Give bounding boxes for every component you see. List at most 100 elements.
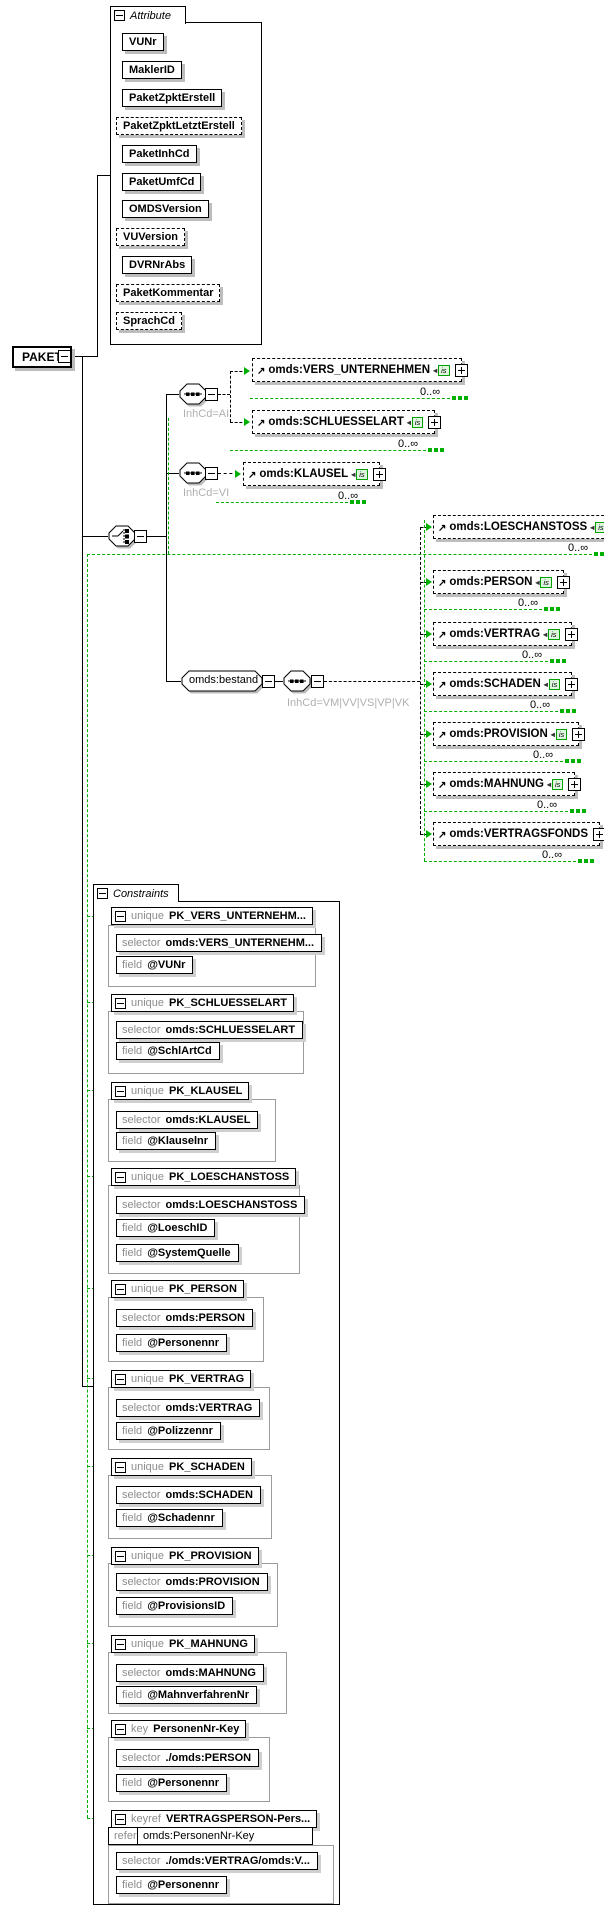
element-mahnung[interactable]: ↗ omds:MAHNUNG ◂is xyxy=(433,772,582,796)
collapse-minus-icon[interactable] xyxy=(115,1723,126,1735)
collapse-handle-icon[interactable] xyxy=(58,350,71,363)
constraint-selector[interactable]: selector ./omds:VERTRAG/omds:V... xyxy=(116,1852,318,1870)
attribute-section-tab[interactable]: Attribute xyxy=(110,6,186,24)
element-person[interactable]: ↗ omds:PERSON ◂is xyxy=(433,570,570,594)
connector-dots xyxy=(594,552,598,556)
bestand-element-shape[interactable] xyxy=(181,670,263,697)
constraint-selector[interactable]: selector ./omds:PERSON xyxy=(116,1749,260,1767)
collapse-minus-icon[interactable] xyxy=(115,1813,126,1825)
constraint-field[interactable]: field @LoeschID xyxy=(116,1219,216,1237)
constraint-unique-header[interactable]: unique PK_VERS_UNTERNEHM... xyxy=(111,907,313,925)
attribute-vuversion[interactable]: VUVersion xyxy=(116,228,186,246)
attribute-maklerid[interactable]: MaklerID xyxy=(122,61,182,79)
field-value: @ProvisionsID xyxy=(147,1600,226,1612)
expand-plus-icon[interactable] xyxy=(565,677,579,691)
constraint-unique-header[interactable]: unique PK_KLAUSEL xyxy=(111,1082,250,1100)
constraint-field[interactable]: field @VUNr xyxy=(116,956,194,974)
constraint-field[interactable]: field @Personennr xyxy=(116,1334,228,1352)
expand-plus-icon[interactable] xyxy=(572,727,586,741)
expand-plus-icon[interactable] xyxy=(454,363,468,377)
constraint-field[interactable]: field @Personennr xyxy=(116,1876,228,1894)
constraint-selector[interactable]: selector omds:KLAUSEL xyxy=(116,1111,259,1129)
constraint-name: PK_VERTRAG xyxy=(169,1373,245,1385)
constraint-field[interactable]: field @Polizzennr xyxy=(116,1422,221,1440)
constraint-selector[interactable]: selector omds:MAHNUNG xyxy=(116,1664,264,1682)
collapse-minus-icon[interactable] xyxy=(115,1283,126,1295)
constraint-selector[interactable]: selector omds:VERS_UNTERNEHM... xyxy=(116,934,323,952)
expand-plus-icon[interactable] xyxy=(428,415,442,429)
expand-plus-icon[interactable] xyxy=(556,575,570,589)
attribute-dvrnrabs[interactable]: DVRNrAbs xyxy=(122,256,193,274)
element-vertragsfonds[interactable]: ↗ omds:VERTRAGSFONDS xyxy=(433,822,604,846)
attribute-paketkommentar[interactable]: PaketKommentar xyxy=(116,284,221,302)
element-vertrag[interactable]: ↗ omds:VERTRAG ◂is xyxy=(433,622,578,646)
selector-value: omds:SCHLUESSELART xyxy=(165,1024,296,1036)
constraint-key-header[interactable]: key PersonenNr-Key xyxy=(111,1720,247,1738)
element-schluesselart[interactable]: ↗ omds:SCHLUESSELART ◂is xyxy=(252,410,442,434)
attribute-paketzpktletzterstell[interactable]: PaketZpktLetztErstell xyxy=(116,117,242,135)
constraint-field[interactable]: field @SchlArtCd xyxy=(116,1042,220,1060)
collapse-minus-icon[interactable] xyxy=(115,1171,126,1183)
constraint-unique-header[interactable]: unique PK_PERSON xyxy=(111,1280,244,1298)
element-provision[interactable]: ↗ omds:PROVISION ◂is xyxy=(433,722,586,746)
collapse-minus-icon[interactable] xyxy=(115,1461,126,1473)
expand-plus-icon[interactable] xyxy=(568,777,582,791)
occurrence-label: 0..∞ xyxy=(537,799,558,811)
constraint-selector[interactable]: selector omds:LOESCHANSTOSS xyxy=(116,1196,306,1214)
refer-value-cell[interactable]: omds:PersonenNr-Key xyxy=(137,1827,313,1845)
attribute-omdsversion[interactable]: OMDSVersion xyxy=(122,200,209,218)
collapse-minus-icon[interactable] xyxy=(114,10,125,21)
constraint-selector[interactable]: selector omds:SCHADEN xyxy=(116,1486,261,1504)
constraint-field[interactable]: field @SystemQuelle xyxy=(116,1244,239,1262)
element-name: omds:MAHNUNG xyxy=(449,778,544,790)
collapse-minus-icon[interactable] xyxy=(97,888,108,899)
collapse-handle-icon[interactable] xyxy=(205,467,218,480)
expand-plus-icon[interactable] xyxy=(593,827,604,841)
collapse-minus-icon[interactable] xyxy=(115,1638,126,1650)
element-schaden[interactable]: ↗ omds:SCHADEN ◂is xyxy=(433,672,579,696)
constraint-unique-header[interactable]: unique PK_MAHNUNG xyxy=(111,1635,255,1653)
element-vers-unternehmen[interactable]: ↗ omds:VERS_UNTERNEHMEN ◂is xyxy=(252,358,468,382)
constraint-unique-header[interactable]: unique PK_SCHADEN xyxy=(111,1458,252,1476)
collapse-minus-icon[interactable] xyxy=(115,1373,126,1385)
constraint-unique-header[interactable]: unique PK_VERTRAG xyxy=(111,1370,252,1388)
constraint-selector[interactable]: selector omds:PROVISION xyxy=(116,1573,268,1591)
sequence-compositor-icon[interactable] xyxy=(179,383,207,410)
constraint-field[interactable]: field @ProvisionsID xyxy=(116,1597,234,1615)
constraint-field[interactable]: field @MahnverfahrenNr xyxy=(116,1686,257,1704)
expand-plus-icon[interactable] xyxy=(564,627,578,641)
constraints-section-tab[interactable]: Constraints xyxy=(93,884,179,902)
collapse-minus-icon[interactable] xyxy=(115,1550,126,1562)
attribute-vunr[interactable]: VUNr xyxy=(122,33,164,51)
constraint-field[interactable]: field @Personennr xyxy=(116,1774,228,1792)
collapse-minus-icon[interactable] xyxy=(115,997,126,1009)
constraint-unique-header[interactable]: unique PK_PROVISION xyxy=(111,1547,259,1565)
constraint-field[interactable]: field @Klauselnr xyxy=(116,1132,217,1150)
collapse-minus-icon[interactable] xyxy=(115,910,126,922)
attribute-paketinhcd[interactable]: PaketInhCd xyxy=(122,145,197,163)
constraint-unique-header[interactable]: unique PK_LOESCHANSTOSS xyxy=(111,1168,297,1186)
element-loeschanstoss[interactable]: ↗ omds:LOESCHANSTOSS ◂is xyxy=(433,515,604,539)
constraint-unique-header[interactable]: unique PK_SCHLUESSELART xyxy=(111,994,295,1012)
collapse-handle-icon[interactable] xyxy=(205,388,218,401)
element-klausel[interactable]: ↗ omds:KLAUSEL ◂is xyxy=(243,462,386,486)
expand-plus-icon[interactable] xyxy=(372,467,386,481)
collapse-handle-icon[interactable] xyxy=(134,530,147,543)
constraint-selector[interactable]: selector omds:SCHLUESSELART xyxy=(116,1021,304,1039)
choice-compositor-icon[interactable] xyxy=(108,525,136,552)
sequence-compositor-icon[interactable] xyxy=(283,670,311,697)
element-name: omds:PERSON xyxy=(449,576,533,588)
constraint-keyref-header[interactable]: keyref VERTRAGSPERSON-Pers... xyxy=(111,1810,318,1828)
attribute-paketzpkterstell[interactable]: PaketZpktErstell xyxy=(122,89,223,107)
collapse-minus-icon[interactable] xyxy=(115,1085,126,1097)
collapse-handle-icon[interactable] xyxy=(311,675,324,688)
collapse-handle-icon[interactable] xyxy=(262,675,275,688)
constraint-selector[interactable]: selector omds:PERSON xyxy=(116,1309,253,1327)
attribute-paketumfcd[interactable]: PaketUmfCd xyxy=(122,173,202,191)
constraint-selector[interactable]: selector omds:VERTRAG xyxy=(116,1399,261,1417)
field-value: @Klauselnr xyxy=(147,1135,209,1147)
attribute-sprachcd[interactable]: SprachCd xyxy=(116,312,182,330)
constraint-field[interactable]: field @Schadennr xyxy=(116,1509,223,1527)
substitution-badge: ◂is xyxy=(433,364,450,376)
sequence-compositor-icon[interactable] xyxy=(179,462,207,489)
